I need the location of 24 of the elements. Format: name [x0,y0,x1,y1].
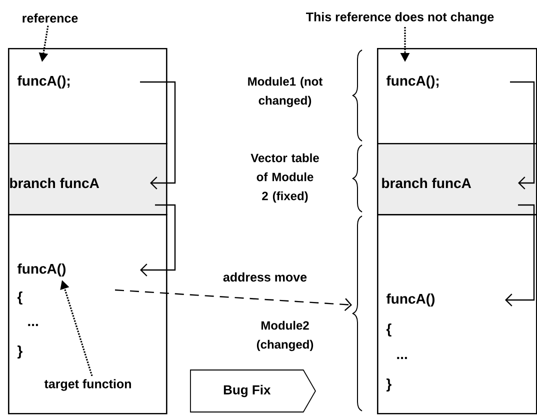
code-text: { [17,291,22,304]
code-text: branch funcA [10,178,100,188]
code-text: funcA(); [17,75,70,89]
code-text: ... [28,324,38,326]
code-text: ... [397,356,407,360]
code-text: funcA(); [386,75,439,89]
arrow [114,289,352,311]
code-text: } [18,345,22,358]
module-label: Module2 (changed) [256,320,314,352]
annotation-text: target function [44,379,131,391]
code-text: funcA() [386,293,434,306]
arrow [140,204,176,276]
arrow [505,204,535,306]
code-text: } [386,378,392,392]
module-label: Module1 (not changed) [248,76,323,108]
code-text: branch funcA [382,178,472,188]
code-text: { [386,323,392,336]
arrow [140,81,176,190]
module-label: Vector table of Module 2 (fixed) [250,153,319,203]
annotation-text: reference [22,13,78,23]
edge-label: address move [222,271,308,283]
annotation-text: This reference does not change [306,12,494,24]
arrow [510,81,535,190]
code-text: funcA() [17,263,66,276]
